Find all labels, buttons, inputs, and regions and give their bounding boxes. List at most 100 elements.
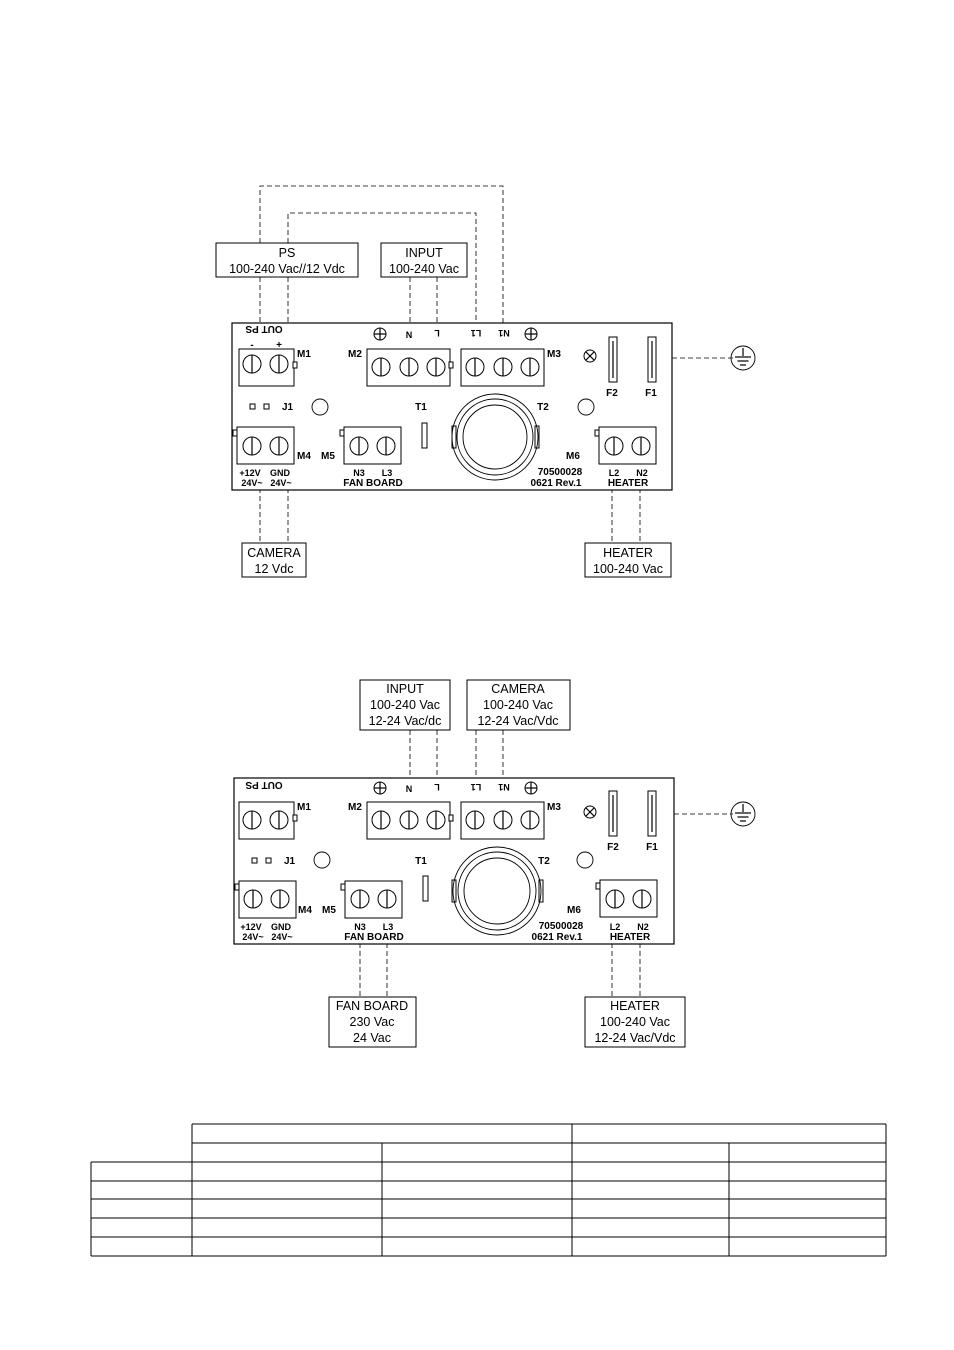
ground-screw-icon	[583, 805, 597, 819]
t1-label: T1	[415, 402, 427, 413]
ps-box: PS 100-240 Vac//12 Vdc	[215, 242, 359, 278]
n2-label: N2	[637, 922, 649, 932]
l-label: L	[434, 328, 440, 338]
ground-screw-icon	[524, 781, 538, 795]
m2-label: M2	[348, 349, 362, 360]
ps-subtitle: 100-240 Vac//12 Vdc	[229, 262, 345, 276]
m4-label: M4	[297, 451, 311, 462]
camera-subtitle: 12 Vdc	[255, 562, 294, 576]
l-label: L	[434, 782, 440, 792]
m1-label: M1	[297, 802, 311, 813]
j1-pin	[249, 403, 256, 410]
board-rev: 0621 Rev.1	[531, 478, 582, 489]
ground-screw-icon	[373, 781, 387, 795]
heater-box: HEATER 100-240 Vac 12-24 Vac/Vdc	[584, 996, 686, 1048]
fuse-f2	[608, 336, 618, 383]
input-line2: 100-240 Vac	[370, 698, 440, 712]
m3-label: M3	[547, 349, 561, 360]
gnd-label: GND	[270, 468, 291, 478]
heater-subtitle: 100-240 Vac	[593, 562, 663, 576]
mounting-hole	[313, 851, 331, 869]
t2-label: T2	[538, 856, 550, 867]
camera-title: CAMERA	[247, 546, 301, 560]
input-title: INPUT	[386, 682, 424, 696]
board-code: 70500028	[538, 467, 583, 478]
plus12v-label: +12V	[239, 468, 260, 478]
ps-title: PS	[279, 246, 296, 260]
t2-label: T2	[537, 402, 549, 413]
input-box: INPUT 100-240 Vac 12-24 Vac/dc	[359, 679, 451, 731]
m6-label: M6	[566, 451, 580, 462]
l2-label: L2	[610, 922, 621, 932]
mounting-hole	[577, 398, 595, 416]
m4-label: M4	[298, 905, 312, 916]
f2-label: F2	[606, 388, 618, 399]
l3-label: L3	[383, 922, 394, 932]
24v-label: 24V~	[242, 932, 263, 942]
24v-label: 24V~	[241, 478, 262, 488]
l1-label: L1	[471, 328, 482, 338]
fan-board-label: FAN BOARD	[343, 478, 402, 489]
m1-label: M1	[297, 349, 311, 360]
mounting-hole	[311, 398, 329, 416]
plus-label: +	[276, 340, 282, 351]
heater-title: HEATER	[610, 999, 660, 1013]
heater-line3: 12-24 Vac/Vdc	[594, 1031, 675, 1045]
m5-label: M5	[322, 905, 336, 916]
terminal-m5	[340, 880, 403, 919]
board-code: 70500028	[539, 921, 584, 932]
transformer-t2	[451, 846, 544, 936]
out-ps-label: OUT PS	[245, 323, 283, 334]
heater-label: HEATER	[610, 932, 651, 943]
heater-label: HEATER	[608, 478, 649, 489]
ground-screw-icon	[373, 327, 387, 341]
terminal-m6	[595, 879, 658, 918]
empty-table	[90, 1123, 887, 1257]
board-rev: 0621 Rev.1	[532, 932, 583, 943]
input-title: INPUT	[405, 246, 443, 260]
24v-label: 24V~	[270, 478, 291, 488]
terminal-m2	[366, 348, 454, 387]
terminal-m3	[460, 348, 545, 387]
fanboard-title: FAN BOARD	[336, 999, 408, 1013]
heater-line2: 100-240 Vac	[600, 1015, 670, 1029]
t1-label: T1	[415, 856, 427, 867]
j1-pin	[263, 403, 270, 410]
camera-title: CAMERA	[491, 682, 545, 696]
terminal-board-1: OUT PS - + M1 N L L1 N1 M2	[231, 322, 673, 491]
l2-label: L2	[609, 468, 620, 478]
fuse-f1	[647, 790, 657, 837]
n3-label: N3	[353, 468, 365, 478]
n1-label: N1	[498, 782, 510, 792]
l3-label: L3	[382, 468, 393, 478]
input-box: INPUT 100-240 Vac	[380, 242, 468, 278]
terminal-m6	[594, 426, 657, 465]
n2-label: N2	[636, 468, 648, 478]
n-label: N	[406, 784, 413, 794]
24v-label: 24V~	[271, 932, 292, 942]
j1-pin	[251, 857, 258, 864]
heater-title: HEATER	[603, 546, 653, 560]
t1-component	[422, 875, 429, 902]
l1-label: L1	[471, 782, 482, 792]
terminal-m1	[238, 801, 298, 840]
transformer-t2	[451, 393, 540, 481]
j1-label: J1	[282, 402, 294, 413]
fanboard-line3: 24 Vac	[353, 1031, 391, 1045]
wiring-diagram-2: INPUT 100-240 Vac 12-24 Vac/dc CAMERA 10…	[233, 679, 756, 1048]
wiring-diagram-1: PS 100-240 Vac//12 Vdc INPUT 100-240 Vac…	[215, 185, 756, 578]
terminal-m4	[234, 880, 297, 919]
terminal-m5	[339, 426, 402, 465]
m6-label: M6	[567, 905, 581, 916]
fuse-f1	[647, 336, 657, 383]
f2-label: F2	[607, 842, 619, 853]
plus12v-label: +12V	[240, 922, 261, 932]
terminal-m3	[460, 801, 545, 840]
out-ps-label: OUT PS	[245, 779, 283, 790]
mounting-hole	[576, 851, 594, 869]
input-line3: 12-24 Vac/dc	[369, 714, 442, 728]
fan-board-label: FAN BOARD	[344, 932, 403, 943]
earth-ground-icon	[730, 345, 756, 371]
n3-label: N3	[354, 922, 366, 932]
